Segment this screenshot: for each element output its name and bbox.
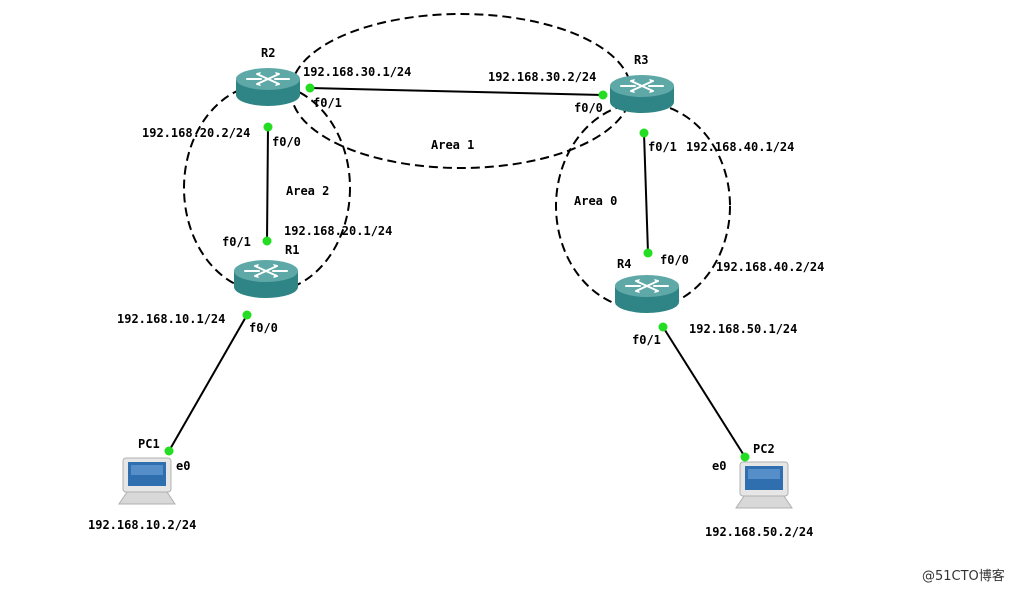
area-1-label: Area 1 (431, 138, 474, 152)
router-r4-label: R4 (617, 257, 631, 271)
interface-dot (658, 322, 668, 332)
r2-f00-interface-label: f0/0 (272, 135, 301, 149)
r1-f01-ip-label: 192.168.20.1/24 (284, 224, 392, 238)
interface-dot (242, 310, 252, 320)
router-r1-icon[interactable] (233, 259, 299, 298)
link-r2-r1 (266, 126, 269, 242)
interface-dot (164, 446, 174, 456)
area-0-label: Area 0 (574, 194, 617, 208)
pc2-e0-interface-label: e0 (712, 459, 726, 473)
interface-dot (262, 236, 272, 246)
pc1-e0-interface-label: e0 (176, 459, 190, 473)
interface-dot (305, 83, 315, 93)
router-r4-icon[interactable] (614, 274, 680, 313)
router-r3-icon[interactable] (609, 74, 675, 113)
r1-f00-ip-label: 192.168.10.1/24 (117, 312, 225, 326)
interface-dot (598, 90, 608, 100)
interface-dot (639, 128, 649, 138)
r2-f00-ip-label: 192.168.20.2/24 (142, 126, 250, 140)
pc1-icon[interactable] (118, 457, 176, 505)
pc2-icon[interactable] (735, 461, 793, 509)
r4-f00-interface-label: f0/0 (660, 253, 689, 267)
link-r2-r3 (309, 87, 604, 96)
interface-dot (740, 452, 750, 462)
r3-f00-ip-label: 192.168.30.2/24 (488, 70, 596, 84)
watermark-text: @51CTO博客 (922, 568, 1005, 584)
router-r2-label: R2 (261, 46, 275, 60)
pc1-ip-label: 192.168.10.2/24 (88, 518, 196, 532)
pc2-ip-label: 192.168.50.2/24 (705, 525, 813, 539)
r2-f01-ip-label: 192.168.30.1/24 (303, 65, 411, 79)
r1-f01-interface-label: f0/1 (222, 235, 251, 249)
link-r4-pc2 (662, 326, 746, 458)
pc1-label: PC1 (138, 437, 160, 451)
pc2-label: PC2 (753, 442, 775, 456)
link-r1-pc1 (168, 314, 248, 452)
r4-f01-interface-label: f0/1 (632, 333, 661, 347)
router-r2-icon[interactable] (235, 67, 301, 106)
r4-f00-ip-label: 192.168.40.2/24 (716, 260, 824, 274)
area-2-label: Area 2 (286, 184, 329, 198)
interface-dot (643, 248, 653, 258)
router-r1-label: R1 (285, 243, 299, 257)
r3-f00-interface-label: f0/0 (574, 101, 603, 115)
interface-dot (263, 122, 273, 132)
router-r3-label: R3 (634, 53, 648, 67)
r3-f01-interface-label: f0/1 (648, 140, 677, 154)
r3-f01-ip-label: 192.168.40.1/24 (686, 140, 794, 154)
r2-f01-interface-label: f0/1 (313, 96, 342, 110)
link-r3-r4 (643, 132, 649, 254)
area-0-boundary (555, 102, 731, 310)
r4-f01-ip-label: 192.168.50.1/24 (689, 322, 797, 336)
r1-f00-interface-label: f0/0 (249, 321, 278, 335)
